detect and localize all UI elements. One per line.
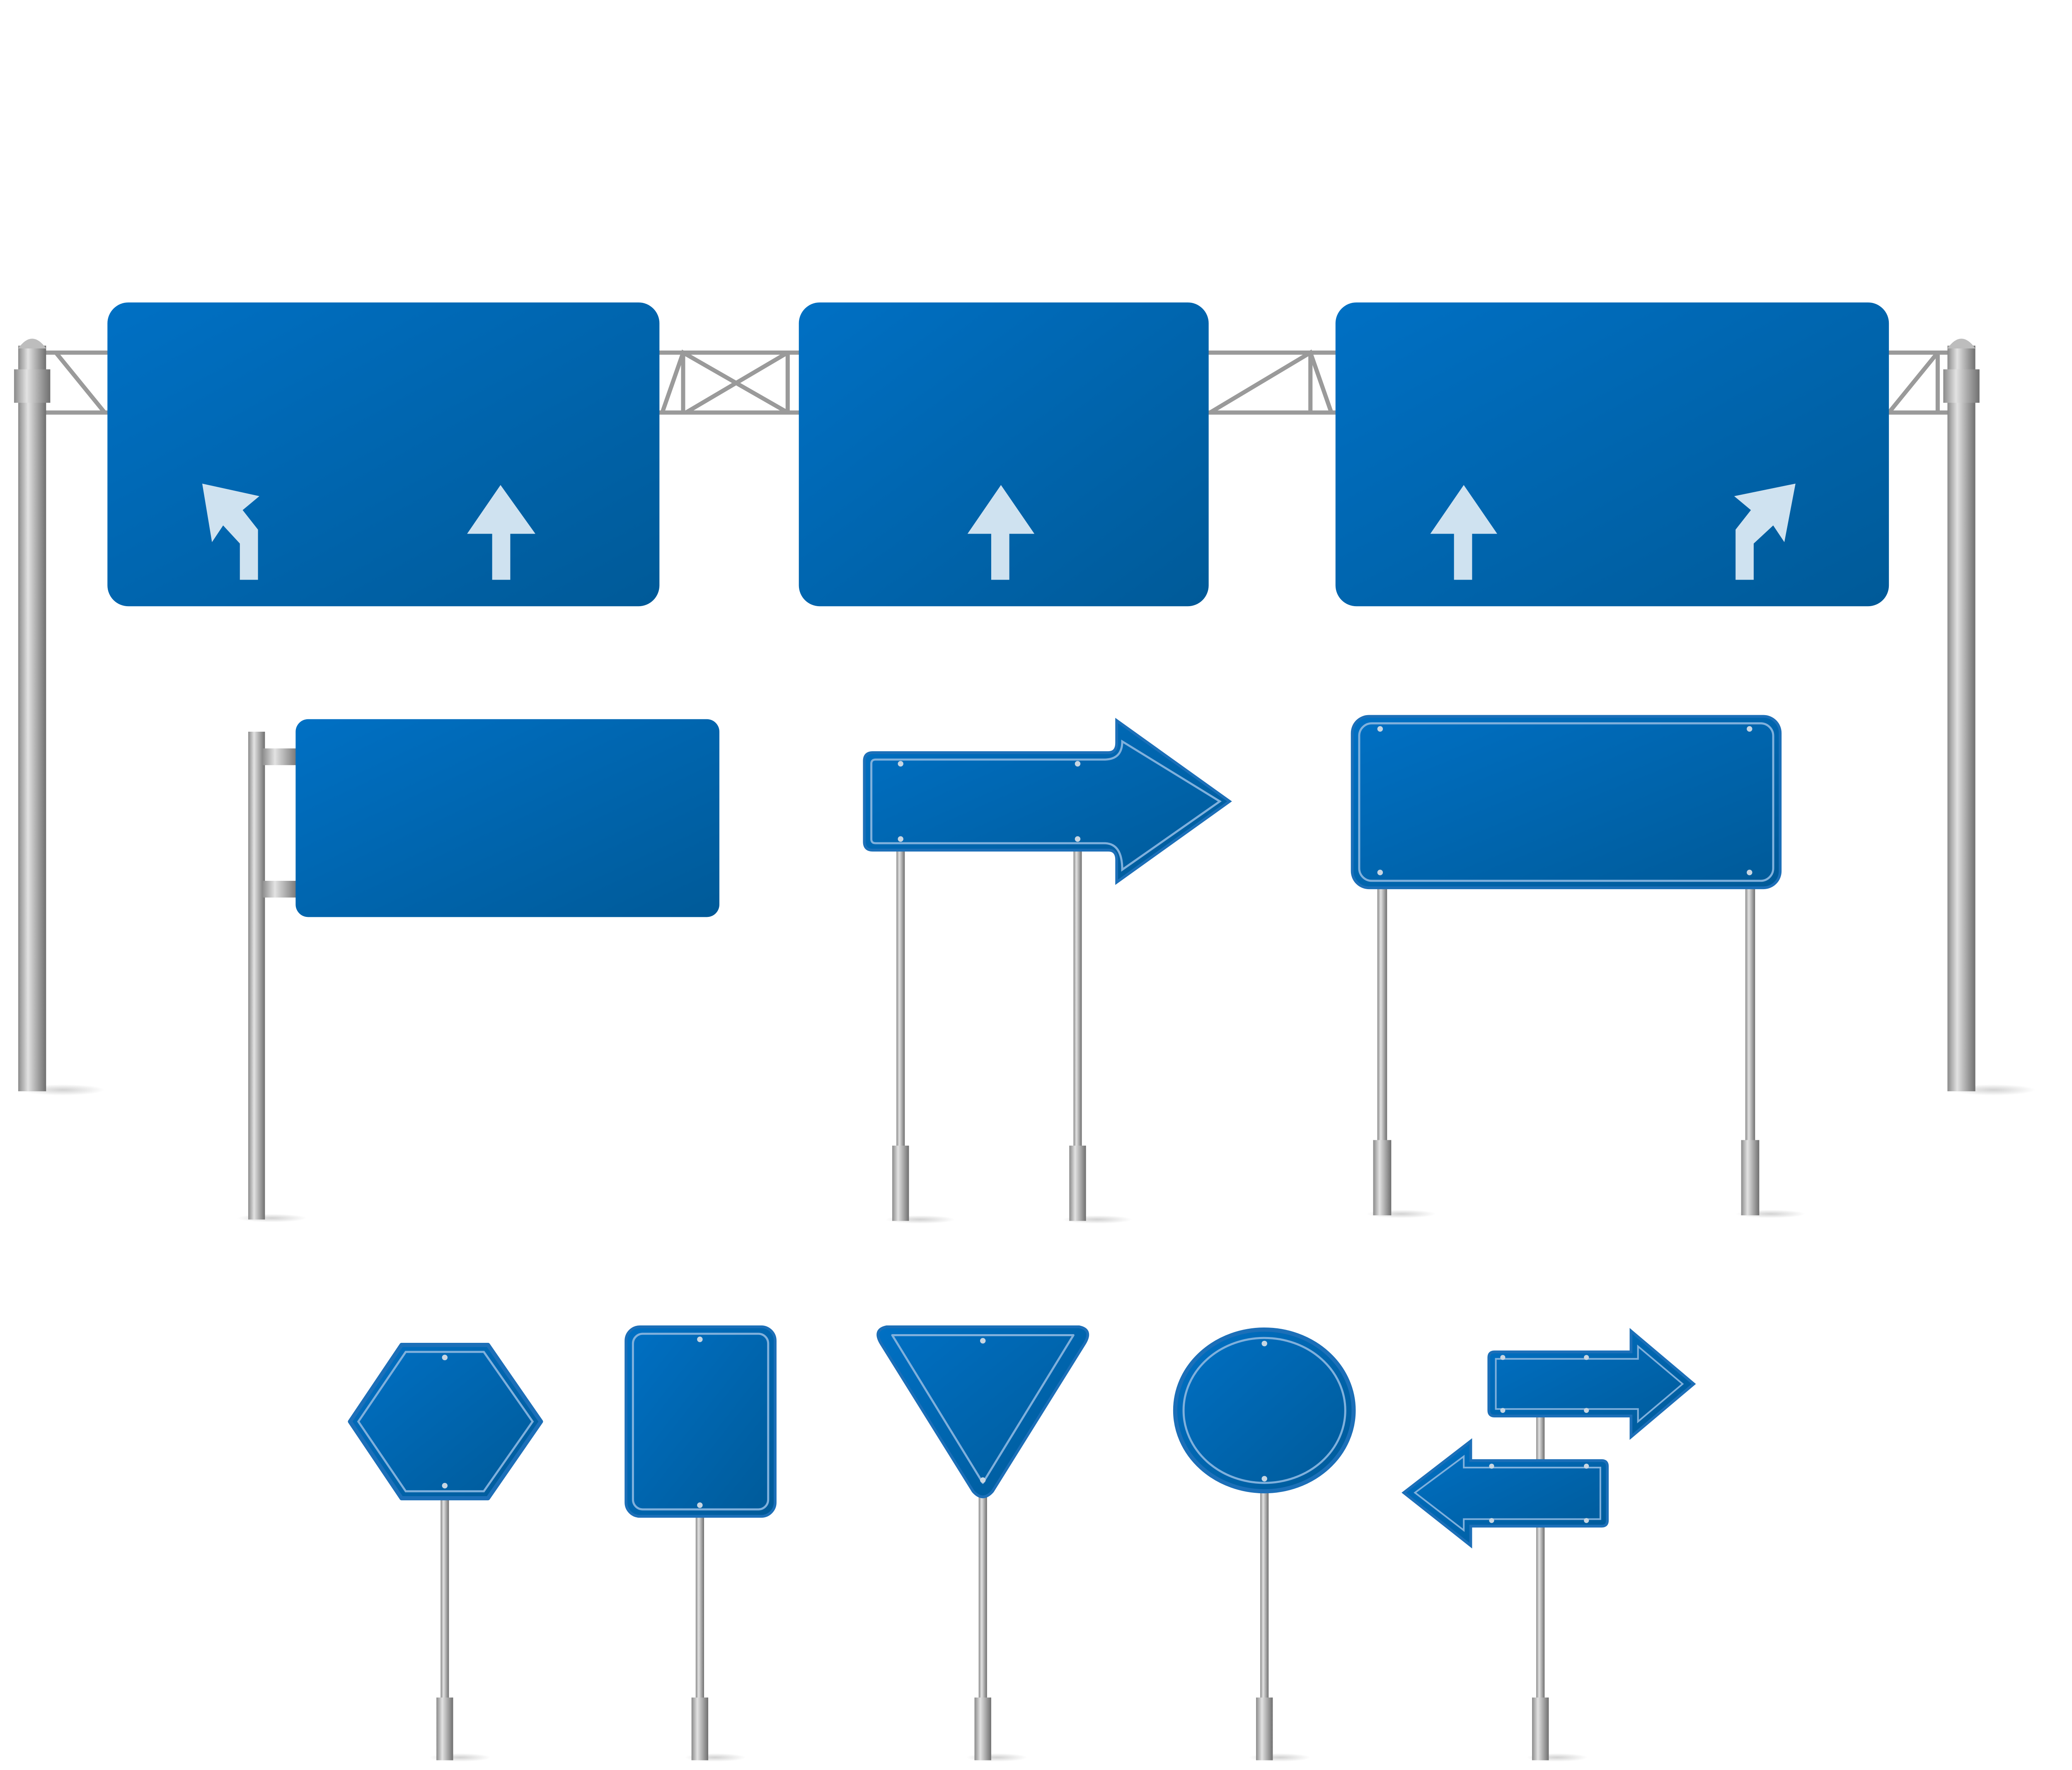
gantry-sign-center: [799, 302, 1209, 607]
arrow-right-sign: [863, 718, 1232, 1224]
arrow-up-icon: [467, 485, 535, 580]
arrow-right-sign: [1487, 1328, 1696, 1440]
gantry-sign-left: [107, 302, 660, 607]
arrow-turn-right-icon: [1734, 484, 1796, 580]
arrow-up-icon: [1430, 485, 1497, 580]
gantry-pole-right: [1947, 346, 1975, 1091]
arrow-left-sign: [1402, 1438, 1609, 1549]
rectangle-sign-two-posts: [1351, 715, 1806, 1218]
circle-sign: [1173, 1328, 1356, 1762]
triangle-sign: [876, 1325, 1089, 1762]
overhead-gantry: [14, 302, 2036, 1095]
arrow-turn-left-icon: [202, 484, 259, 580]
double-arrow-direction-sign: [1402, 1328, 1696, 1762]
arrow-up-icon: [967, 485, 1035, 580]
vertical-rectangle-sign: [625, 1325, 777, 1762]
hexagon-sign: [348, 1343, 543, 1762]
gantry-sign-right: [1335, 302, 1889, 607]
gantry-pole-left: [18, 346, 46, 1091]
side-mounted-rectangle-sign: [237, 719, 719, 1223]
